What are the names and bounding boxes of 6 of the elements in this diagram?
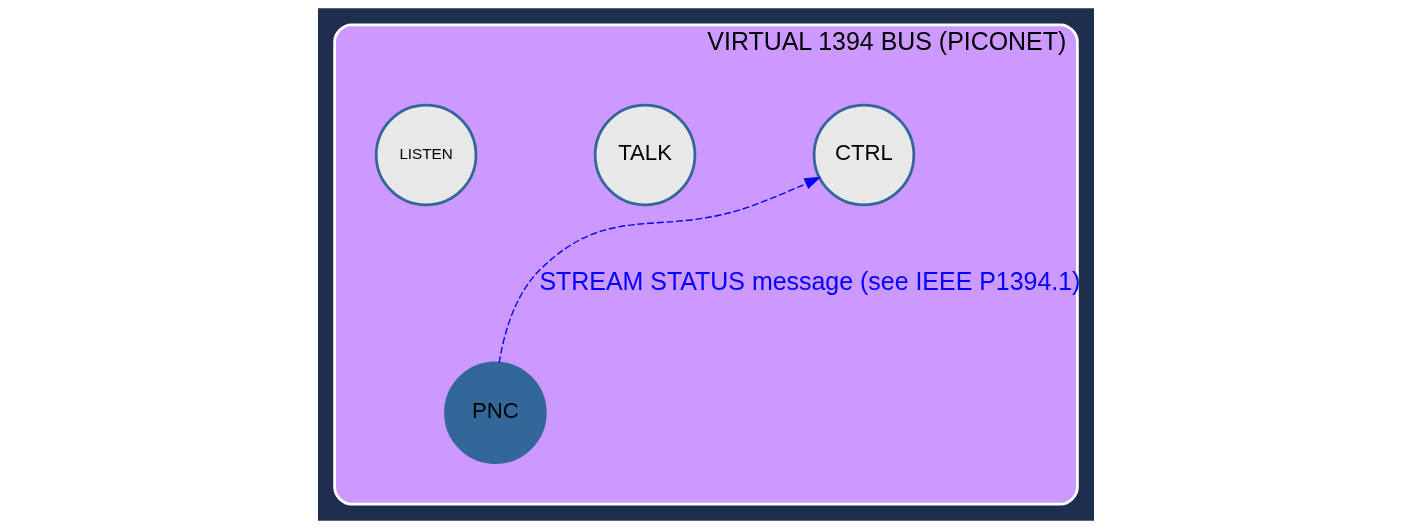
edge-label: STREAM STATUS message (see IEEE P1394.1) — [539, 267, 1081, 295]
node-circle: PNC — [444, 361, 547, 465]
node-circle: TALK — [593, 103, 697, 207]
arrow — [498, 176, 822, 364]
node-circle: LISTEN — [374, 103, 478, 207]
node-circle: CTRL — [812, 103, 916, 207]
